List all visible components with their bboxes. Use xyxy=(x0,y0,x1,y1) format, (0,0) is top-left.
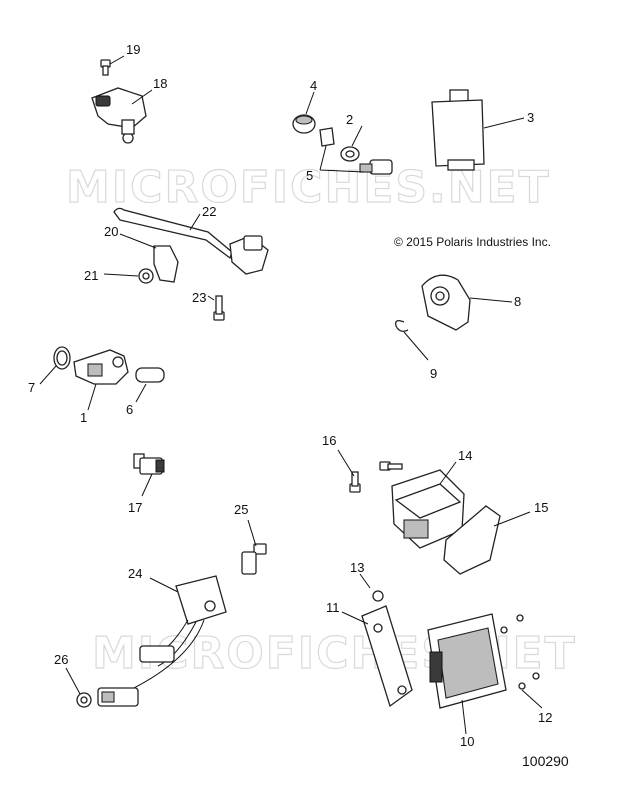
part-4-cap xyxy=(292,114,316,134)
part-3-relay-module xyxy=(431,89,485,171)
part-16-bolt xyxy=(349,461,403,493)
callout-19[interactable]: 19 xyxy=(126,42,140,57)
copyright-text: © 2015 Polaris Industries Inc. xyxy=(394,235,551,249)
part-26-nut xyxy=(76,692,92,708)
callout-11[interactable]: 11 xyxy=(326,600,340,615)
callout-23[interactable]: 23 xyxy=(192,290,206,305)
callout-5[interactable]: 5 xyxy=(306,168,313,183)
callout-24[interactable]: 24 xyxy=(128,566,142,581)
callout-18[interactable]: 18 xyxy=(153,76,167,91)
part-1-position-sensor xyxy=(73,349,129,385)
callout-6[interactable]: 6 xyxy=(126,402,133,417)
callout-17[interactable]: 17 xyxy=(128,500,142,515)
part-22-speed-sensor xyxy=(113,207,269,275)
part-18-map-sensor xyxy=(91,87,147,144)
part-5-switch xyxy=(359,159,393,175)
callout-9[interactable]: 9 xyxy=(430,366,437,381)
diagram-id: 100290 xyxy=(522,753,569,769)
callout-14[interactable]: 14 xyxy=(458,448,472,463)
part-11-mounting-bracket xyxy=(361,605,413,708)
part-5-clip xyxy=(319,127,335,147)
part-9-retaining-clip xyxy=(395,320,409,332)
callout-10[interactable]: 10 xyxy=(460,734,474,749)
callout-26[interactable]: 26 xyxy=(54,652,68,667)
part-6-sleeve xyxy=(135,367,165,383)
part-17-temperature-sensor xyxy=(133,453,165,475)
callout-20[interactable]: 20 xyxy=(104,224,118,239)
part-19-bolt xyxy=(100,59,111,76)
part-21-nut xyxy=(138,268,154,284)
callout-4[interactable]: 4 xyxy=(310,78,317,93)
part-2-washer xyxy=(340,146,360,162)
part-13-nut xyxy=(372,590,384,602)
callout-8[interactable]: 8 xyxy=(514,294,521,309)
part-8-knock-sensor xyxy=(421,274,471,331)
part-23-bolt xyxy=(213,295,225,321)
callout-15[interactable]: 15 xyxy=(534,500,548,515)
callout-2[interactable]: 2 xyxy=(346,112,353,127)
part-10-ecu xyxy=(427,613,507,709)
callout-12[interactable]: 12 xyxy=(538,710,552,725)
part-14-module-housing xyxy=(391,469,465,549)
part-24-relay-harness xyxy=(97,575,227,707)
callout-16[interactable]: 16 xyxy=(322,433,336,448)
part-7-o-ring xyxy=(53,346,71,370)
part-20-bracket xyxy=(153,245,179,283)
callout-22[interactable]: 22 xyxy=(202,204,216,219)
callout-7[interactable]: 7 xyxy=(28,380,35,395)
part-12-screws xyxy=(500,614,540,690)
part-25-bolt xyxy=(241,543,267,575)
callout-1[interactable]: 1 xyxy=(80,410,87,425)
callout-13[interactable]: 13 xyxy=(350,560,364,575)
callout-21[interactable]: 21 xyxy=(84,268,98,283)
callout-25[interactable]: 25 xyxy=(234,502,248,517)
part-15-gasket xyxy=(443,505,501,575)
callout-3[interactable]: 3 xyxy=(527,110,534,125)
